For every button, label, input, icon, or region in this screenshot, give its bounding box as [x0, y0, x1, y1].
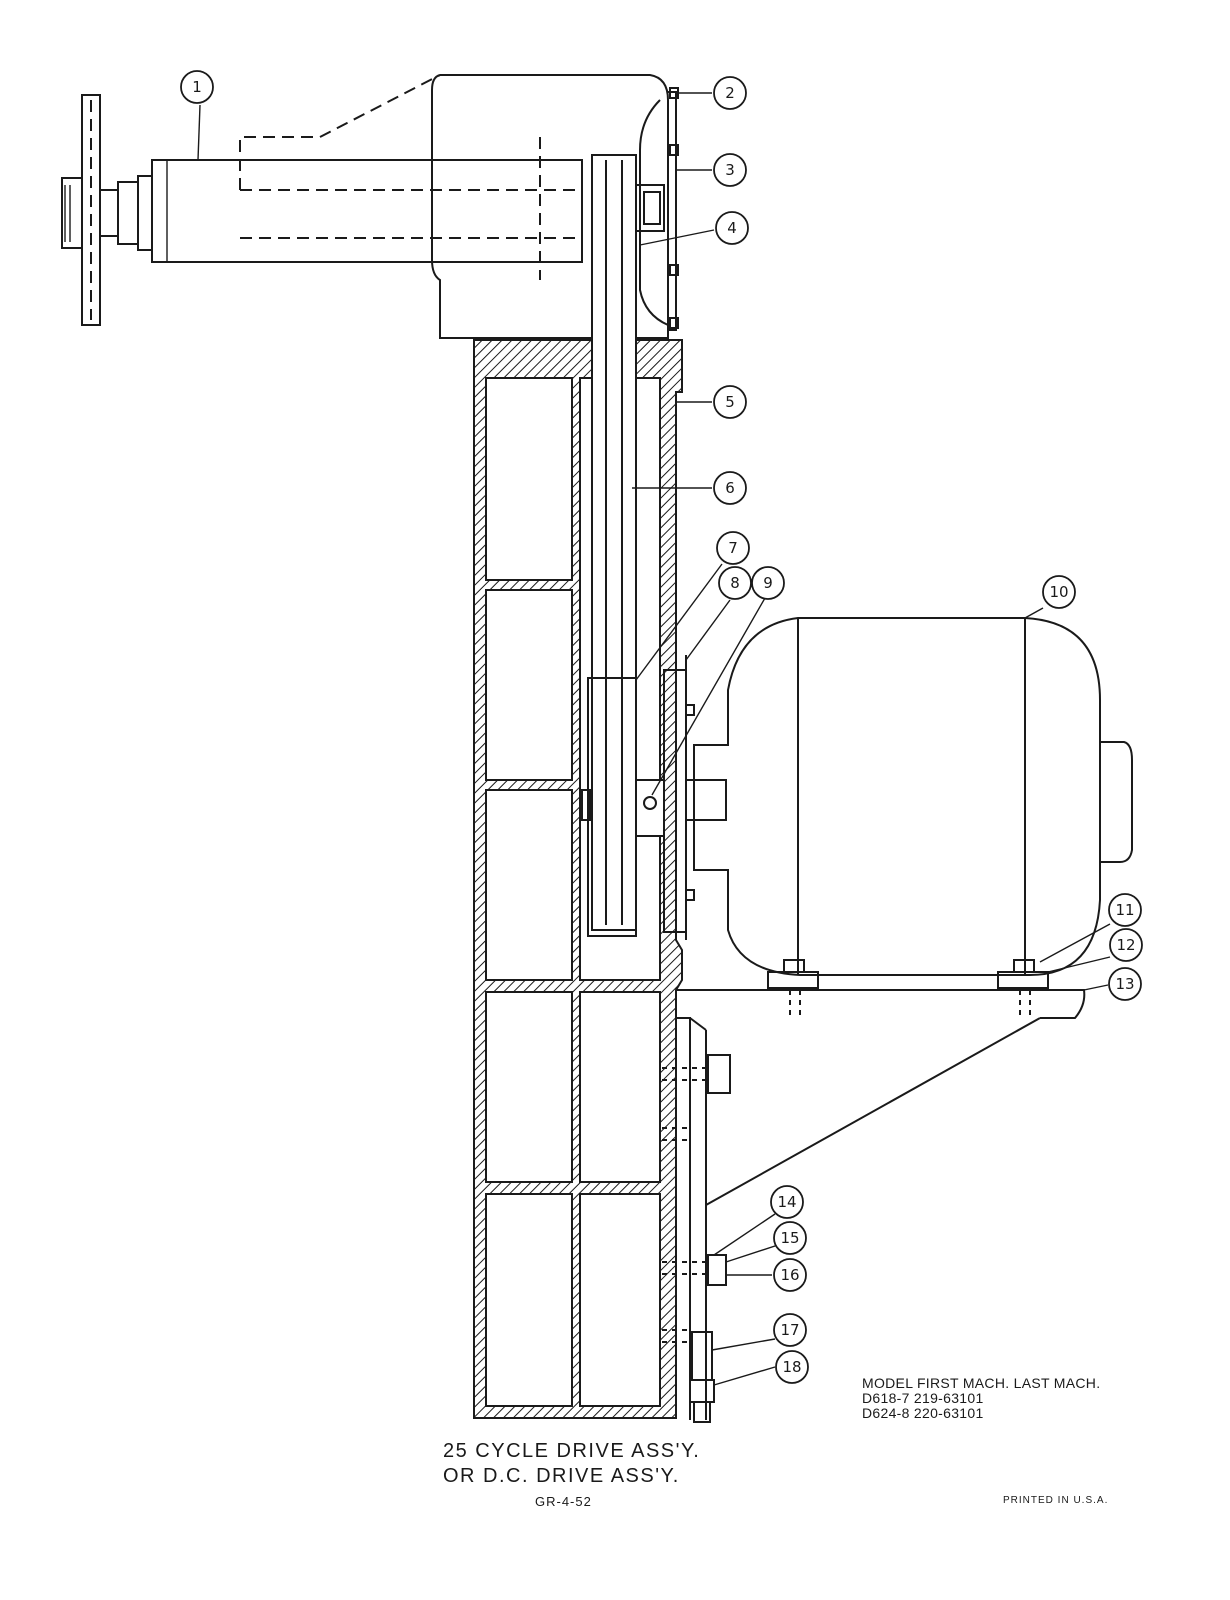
callout-15: 15: [773, 1221, 807, 1255]
svg-text:12: 12: [1116, 936, 1135, 954]
motor-bracket: [676, 959, 1086, 1420]
svg-text:16: 16: [780, 1266, 799, 1284]
motor: [693, 617, 1133, 976]
drawing-title-line1: 25 CYCLE DRIVE ASS'Y.: [443, 1440, 701, 1462]
svg-text:5: 5: [725, 393, 735, 411]
model-table-header: MODEL FIRST MACH. LAST MACH.: [862, 1375, 1101, 1391]
leader-lines: [197, 92, 1111, 1386]
callout-18: 18: [775, 1350, 809, 1384]
callout-13: 13: [1108, 967, 1142, 1001]
svg-text:8: 8: [730, 574, 740, 592]
callout-16: 16: [773, 1258, 807, 1292]
svg-text:14: 14: [777, 1193, 796, 1211]
printed-in-label: PRINTED IN U.S.A.: [1003, 1495, 1109, 1506]
svg-text:4: 4: [727, 219, 737, 237]
callout-10: 10: [1042, 575, 1076, 609]
drawing-title-line2: OR D.C. DRIVE ASS'Y.: [443, 1465, 680, 1487]
svg-text:17: 17: [780, 1321, 799, 1339]
bracket-bolts: [662, 1054, 731, 1423]
callout-11: 11: [1108, 893, 1142, 927]
column: [473, 339, 683, 1419]
svg-text:18: 18: [782, 1358, 801, 1376]
model-table: MODEL FIRST MACH. LAST MACH. D618-7 219-…: [862, 1376, 1100, 1421]
spindle-barrel: [151, 159, 583, 263]
motor-pulley: [581, 655, 727, 940]
callout-2: 2: [713, 76, 747, 110]
callout-9: 9: [751, 566, 785, 600]
callout-3: 3: [713, 153, 747, 187]
callout-5: 5: [713, 385, 747, 419]
model-table-row: D618-7 219-63101: [862, 1390, 984, 1406]
callout-17: 17: [773, 1313, 807, 1347]
callout-1: 1: [180, 70, 214, 104]
svg-text:15: 15: [780, 1229, 799, 1247]
callout-7: 7: [716, 531, 750, 565]
model-table-row: D624-8 220-63101: [862, 1405, 984, 1421]
hand-wheel: [61, 94, 153, 326]
drawing-number: GR-4-52: [535, 1494, 592, 1509]
svg-text:6: 6: [725, 479, 735, 497]
svg-text:10: 10: [1049, 583, 1068, 601]
svg-text:1: 1: [192, 78, 202, 96]
callout-6: 6: [713, 471, 747, 505]
callout-4: 4: [715, 211, 749, 245]
svg-text:2: 2: [725, 84, 735, 102]
svg-text:9: 9: [763, 574, 773, 592]
callout-14: 14: [770, 1185, 804, 1219]
v-belt: [591, 154, 637, 931]
svg-text:7: 7: [728, 539, 738, 557]
callout-12: 12: [1109, 928, 1143, 962]
svg-text:3: 3: [725, 161, 735, 179]
svg-text:13: 13: [1115, 975, 1134, 993]
svg-text:11: 11: [1115, 901, 1134, 919]
callout-8: 8: [718, 566, 752, 600]
